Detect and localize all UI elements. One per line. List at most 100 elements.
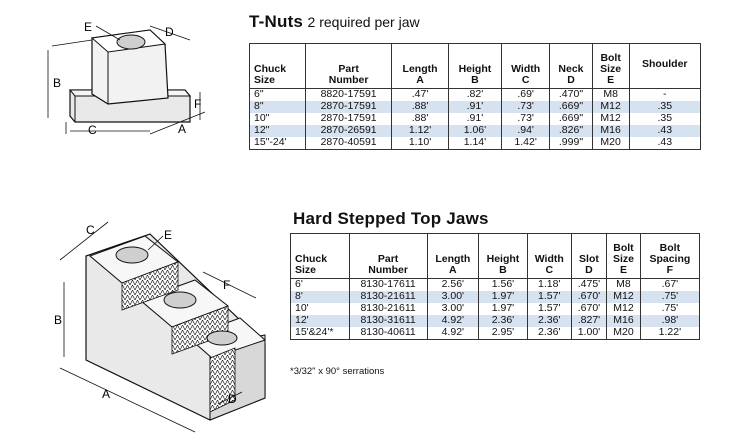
- tnuts-title: T-Nuts: [249, 12, 304, 31]
- table-cell: 8820-17591: [304, 88, 393, 101]
- jaw-bolt-hole-1: [115, 246, 149, 264]
- tnuts-header-shoulder: Shoulder: [628, 43, 702, 89]
- table-cell: .999": [549, 137, 593, 150]
- table-cell: -: [628, 88, 702, 101]
- table-cell: M12: [606, 303, 641, 315]
- table-cell: .43: [628, 137, 702, 150]
- table-cell: .670': [570, 291, 608, 303]
- table-cell: .88': [391, 113, 449, 125]
- tnut-leader-e: [95, 25, 121, 41]
- table-cell: 12": [249, 125, 306, 137]
- table-cell: .75': [639, 291, 701, 303]
- jaw-leader-e: [147, 235, 164, 251]
- table-cell: .69': [501, 88, 551, 101]
- table-cell: 6": [249, 88, 306, 101]
- table-cell: .35: [628, 101, 702, 113]
- table-cell: 8': [290, 291, 350, 303]
- table-cell: 8130-40611: [348, 327, 428, 340]
- table-cell: .88': [391, 101, 449, 113]
- jaw-label-f: F: [223, 278, 230, 292]
- jaw-dim-a: [59, 367, 196, 433]
- table-cell: 3.00': [426, 291, 480, 303]
- table-cell: 8130-21611: [348, 303, 428, 315]
- table-cell: .670': [570, 303, 608, 315]
- table-cell: 4.92': [426, 315, 480, 327]
- table-cell: .43: [628, 125, 702, 137]
- table-cell: 1.14': [447, 137, 503, 150]
- table-cell: 10': [290, 303, 350, 315]
- table-cell: M16: [591, 125, 630, 137]
- table-cell: 2870-17591: [304, 101, 393, 113]
- table-cell: .82': [447, 88, 503, 101]
- table-cell: M12: [606, 291, 641, 303]
- table-cell: 1.42': [501, 137, 551, 150]
- tnut-dim-d: [149, 25, 191, 41]
- tnut-label-c: C: [88, 123, 97, 137]
- tnuts-subtitle: 2 required per jaw: [307, 14, 420, 30]
- table-cell: 8130-31611: [348, 315, 428, 327]
- jaw-dim-c: [59, 221, 109, 261]
- table-cell: .73': [501, 101, 551, 113]
- table-cell: M20: [606, 327, 641, 340]
- table-cell: M8: [606, 278, 641, 291]
- table-cell: 2870-40591: [304, 137, 393, 150]
- table-cell: .470": [549, 88, 593, 101]
- table-row: 8"2870-17591.88'.91'.73'.669"M12.35: [249, 101, 702, 113]
- jaw-label-c: C: [86, 223, 95, 237]
- jaw-dim-d: [217, 391, 243, 405]
- table-cell: 15"-24': [249, 137, 306, 150]
- table-cell: M16: [606, 315, 641, 327]
- table-cell: 1.12': [391, 125, 449, 137]
- table-cell: 1.97': [478, 303, 528, 315]
- table-cell: 1.57': [526, 291, 572, 303]
- table-cell: 12': [290, 315, 350, 327]
- table-cell: 10": [249, 113, 306, 125]
- table-cell: .826": [549, 125, 593, 137]
- tnut-dim-a: [149, 111, 206, 135]
- table-cell: 6': [290, 278, 350, 291]
- jaw-label-a: A: [102, 387, 110, 401]
- table-cell: 8": [249, 101, 306, 113]
- table-cell: .47': [391, 88, 449, 101]
- table-cell: 2870-26591: [304, 125, 393, 137]
- table-cell: .827': [570, 315, 608, 327]
- table-row: 6"8820-17591.47'.82'.69'.470"M8-: [249, 88, 702, 101]
- tnuts-heading: T-Nuts 2 required per jaw: [249, 12, 420, 32]
- table-cell: M8: [591, 88, 630, 101]
- table-cell: 2.36': [526, 315, 572, 327]
- table-cell: 3.00': [426, 303, 480, 315]
- jaw-bolt-hole-2: [163, 291, 197, 309]
- table-cell: 1.06': [447, 125, 503, 137]
- table-cell: 1.18': [526, 278, 572, 291]
- jaw-bolt-hole-3: [206, 330, 238, 346]
- table-cell: 1.97': [478, 291, 528, 303]
- table-cell: 2.95': [478, 327, 528, 340]
- tnuts-table-body: 6"8820-17591.47'.82'.69'.470"M8-8"2870-1…: [249, 88, 702, 150]
- table-cell: .669": [549, 113, 593, 125]
- jaw-dim-f: [202, 271, 257, 299]
- table-cell: 8130-17611: [348, 278, 428, 291]
- tnut-bolt-hole: [116, 34, 146, 50]
- table-cell: .35: [628, 113, 702, 125]
